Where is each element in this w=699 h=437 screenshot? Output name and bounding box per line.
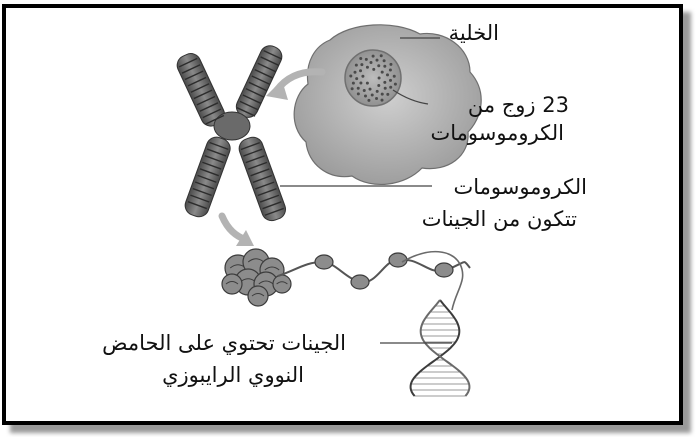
- chromosome-dot: [376, 59, 379, 62]
- chromosome-dot: [352, 82, 355, 85]
- chromosome-dot: [361, 75, 364, 78]
- chromatin-bead: [273, 275, 291, 293]
- chromosome-dot: [383, 65, 386, 68]
- nucleosome: [435, 263, 453, 277]
- label-pairs-line2: الكروموسومات: [430, 120, 564, 146]
- chromosome-dot: [359, 69, 362, 72]
- chromosome-dot: [393, 75, 396, 78]
- chromosome-dot: [383, 59, 386, 62]
- chromosome-dot: [359, 81, 362, 84]
- chromosome-dot: [381, 99, 384, 102]
- chromosome-dot: [371, 94, 374, 97]
- nucleosome: [351, 275, 369, 289]
- chromosome-dot: [389, 63, 392, 66]
- chromosome-dot: [360, 63, 363, 66]
- chromosome-dot: [386, 73, 389, 76]
- chromatin-bead: [222, 274, 242, 294]
- chromosome-dot: [386, 93, 389, 96]
- chromosome-dot: [349, 74, 352, 77]
- label-genes-line2: النووي الرايبوزي: [162, 362, 304, 388]
- chromosome-dot: [365, 58, 368, 61]
- label-chromosomes-line1: الكروموسومات: [453, 174, 587, 200]
- chromosome-dot: [364, 94, 367, 97]
- chromosome-dot: [377, 64, 380, 67]
- label-pairs-line1: 23 زوج من: [468, 92, 569, 118]
- chromosome-dot: [378, 77, 381, 80]
- chromosome-dot: [369, 61, 372, 64]
- chromosome-dot: [357, 87, 360, 90]
- chromosome-dot: [355, 64, 358, 67]
- cell-shape: [294, 25, 481, 185]
- double-helix: [411, 300, 470, 396]
- chromosome-dot: [366, 82, 369, 85]
- chromosome-dot: [372, 68, 375, 71]
- chromosome-dot: [394, 83, 397, 86]
- chromosome-dot: [355, 77, 358, 80]
- nucleosomes: [315, 253, 453, 289]
- chromosome-dot: [376, 90, 379, 93]
- chromosome-dot: [351, 87, 354, 90]
- chromosome-dot: [383, 81, 386, 84]
- chromosome-dot: [389, 79, 392, 82]
- chromatin-cluster: [222, 249, 291, 306]
- chromosome-dot: [367, 99, 370, 102]
- chromosome-dot: [381, 71, 384, 74]
- chromatin-bead: [248, 286, 268, 306]
- chromosome-dot: [384, 87, 387, 90]
- label-chromosomes-line2: تتكون من الجينات: [422, 206, 577, 232]
- chromosome-dot: [369, 88, 372, 91]
- chromosome-dot: [380, 54, 383, 57]
- chromosome-dot: [389, 86, 392, 89]
- chromosome-dot: [389, 68, 392, 71]
- label-cell: الخلية: [449, 20, 499, 46]
- label-genes-line1: الجينات تحتوي على الحامض: [102, 330, 346, 356]
- chromosome-dot: [366, 66, 369, 69]
- chromosome-dot: [372, 55, 375, 58]
- nucleosome: [315, 255, 333, 269]
- chromosome-dot: [381, 93, 384, 96]
- chromosome-dot: [377, 84, 380, 87]
- chromosome-dot: [359, 57, 362, 60]
- chromosome-dot: [357, 92, 360, 95]
- chromosome-dot: [354, 71, 357, 74]
- chromosome-dot: [363, 89, 366, 92]
- chromosome-dot: [375, 97, 378, 100]
